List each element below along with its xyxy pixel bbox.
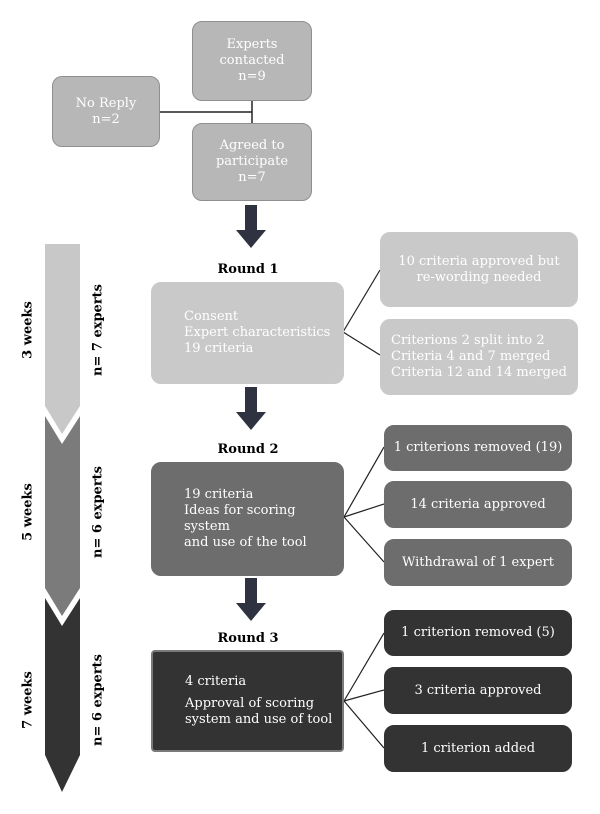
agreed-line-2: participate bbox=[215, 154, 289, 169]
round-2-outcome-3: Withdrawal of 1 expert bbox=[384, 539, 572, 586]
round-2-outcome-3-text: Withdrawal of 1 expert bbox=[402, 554, 554, 570]
round1-fan-lines bbox=[342, 269, 381, 356]
round3-fan-lines bbox=[343, 632, 385, 749]
agreed-box: Agreed to participate n=7 bbox=[192, 123, 312, 201]
timeline-duration-2: 5 weeks bbox=[20, 483, 36, 541]
timeline-duration-1: 3 weeks bbox=[20, 301, 36, 359]
no-reply-line-2: n=2 bbox=[92, 111, 120, 127]
no-reply-line-1: No Reply bbox=[75, 95, 137, 111]
round-1-outcome-2-line-3: Criteria 12 and 14 merged bbox=[391, 365, 567, 380]
round-2-main-box: 19 criteria Ideas for scoring system and… bbox=[151, 462, 344, 576]
round-2-main-line-2: Ideas for scoring system bbox=[184, 503, 296, 534]
round-3-outcome-1: 1 criterion removed (5) bbox=[384, 610, 572, 656]
round-3-outcome-1-text: 1 criterion removed (5) bbox=[401, 625, 555, 640]
round-3-label: Round 3 bbox=[217, 631, 279, 646]
no-reply-box: No Reply n=2 bbox=[52, 76, 160, 147]
round-3-main-box: 4 criteria Approval of scoring system an… bbox=[151, 650, 344, 752]
timeline-experts-2: n= 6 experts bbox=[90, 466, 106, 558]
round-1-main-line-1: Consent bbox=[184, 309, 239, 324]
round-1-outcome-2: Criterions 2 split into 2 Criteria 4 and… bbox=[380, 319, 578, 395]
round-1-label: Round 1 bbox=[217, 262, 279, 277]
down-arrow-3 bbox=[236, 578, 266, 621]
round-1-main-line-3: 19 criteria bbox=[184, 341, 254, 356]
round-2-main-line-3: and use of the tool bbox=[184, 535, 307, 550]
round-2-outcome-2-text: 14 criteria approved bbox=[410, 496, 546, 512]
round-3-outcome-2-text: 3 criteria approved bbox=[414, 682, 542, 698]
round-3-main-line-2: Approval of scoring bbox=[185, 696, 315, 711]
timeline-experts-3: n= 6 experts bbox=[90, 654, 106, 746]
timeline-duration-3: 7 weeks bbox=[20, 671, 36, 729]
timeline-experts-1: n= 7 experts bbox=[90, 284, 106, 376]
round-3-outcome-3: 1 criterion added bbox=[384, 725, 572, 772]
agreed-line-3: n=7 bbox=[238, 170, 266, 185]
down-arrow-2 bbox=[236, 387, 266, 430]
round-1-outcome-1: 10 criteria approved but re-wording need… bbox=[380, 232, 578, 307]
round-2-outcome-1-text: 1 criterions removed (19) bbox=[393, 440, 563, 455]
round-2-main-line-1: 19 criteria bbox=[184, 487, 254, 502]
round-3-outcome-3-text: 1 criterion added bbox=[420, 740, 536, 756]
round2-fan-lines bbox=[343, 446, 385, 563]
round-1-outcome-2-line-1: Criterions 2 split into 2 bbox=[391, 333, 545, 348]
timeline-segment-1 bbox=[45, 244, 80, 434]
experts-contacted-box: Experts contacted n=9 bbox=[192, 21, 312, 101]
round-3-outcome-2: 3 criteria approved bbox=[384, 667, 572, 714]
round-2-outcome-2: 14 criteria approved bbox=[384, 481, 572, 528]
round-1-outcome-2-line-2: Criteria 4 and 7 merged bbox=[391, 349, 551, 364]
timeline-segment-2 bbox=[45, 416, 80, 616]
round-1-main-line-2: Expert characteristics bbox=[184, 325, 331, 340]
agreed-line-1: Agreed to bbox=[219, 138, 285, 153]
round-3-main-line-3: system and use of tool bbox=[185, 712, 333, 727]
round-1-main-box: Consent Expert characteristics 19 criter… bbox=[151, 282, 344, 384]
experts-contacted-line-2: contacted bbox=[219, 53, 285, 68]
timeline-segment-3 bbox=[45, 598, 80, 792]
experts-contacted-line-3: n=9 bbox=[238, 69, 266, 84]
round-2-label: Round 2 bbox=[217, 442, 279, 457]
round-3-main-line-1: 4 criteria bbox=[185, 674, 247, 689]
experts-contacted-line-1: Experts bbox=[226, 37, 278, 52]
round-2-outcome-1: 1 criterions removed (19) bbox=[384, 425, 572, 471]
round-1-outcome-1-line-1: 10 criteria approved but bbox=[398, 253, 560, 269]
down-arrow-1 bbox=[236, 205, 266, 248]
round-1-outcome-1-line-2: re-wording needed bbox=[416, 269, 542, 285]
